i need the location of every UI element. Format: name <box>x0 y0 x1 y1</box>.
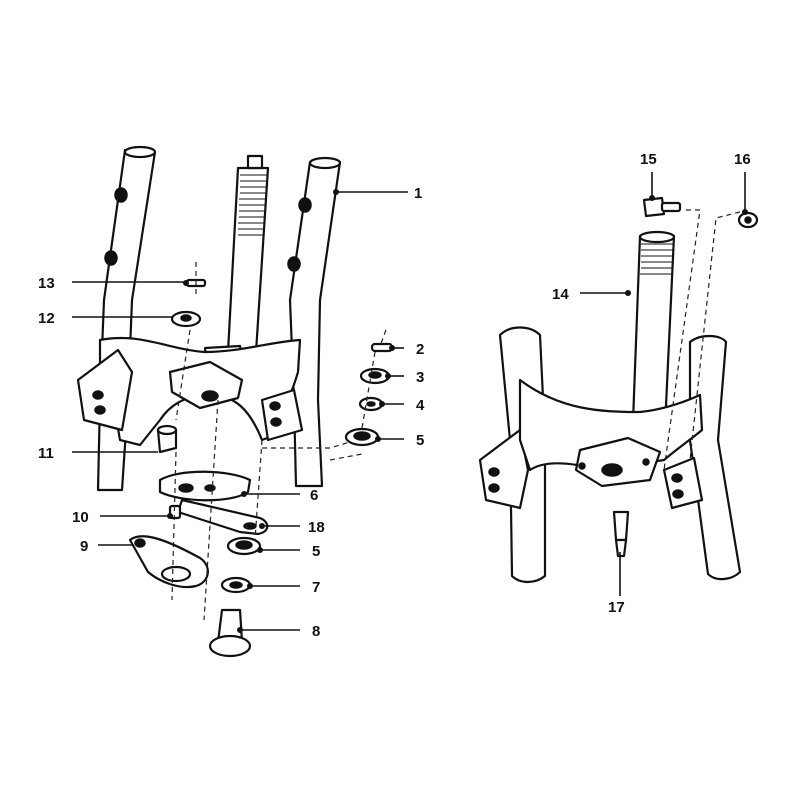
part-8-pin-bolt <box>208 608 252 658</box>
callout-12: 12 <box>38 310 55 327</box>
callout-7: 7 <box>312 579 320 596</box>
part-5-ring-upper <box>344 427 380 447</box>
callout-3: 3 <box>416 369 424 386</box>
part-16-nut <box>737 211 759 229</box>
callout-leaders <box>72 172 748 633</box>
callout-8: 8 <box>312 623 320 640</box>
fork-assembly-assembled <box>478 196 759 584</box>
callout-5-upper: 5 <box>416 432 424 449</box>
callout-labels: 1 2 3 4 5 5 6 7 8 9 10 11 12 13 14 15 16… <box>38 151 751 640</box>
part-13-screw <box>183 278 207 288</box>
part-17-grease-nipple <box>612 510 630 558</box>
callout-1: 1 <box>414 185 422 202</box>
part-2-pin <box>370 342 394 353</box>
part-4-washer <box>358 396 384 412</box>
part-12-nut <box>170 310 202 328</box>
callout-5-lower: 5 <box>312 543 320 560</box>
callout-14: 14 <box>552 286 569 303</box>
callout-9: 9 <box>80 538 88 555</box>
part-18-arm <box>176 498 269 536</box>
callout-2: 2 <box>416 341 424 358</box>
fork-assembly-exploded <box>76 145 394 658</box>
callout-16: 16 <box>734 151 751 168</box>
right-fork-leg <box>287 156 342 488</box>
callout-15: 15 <box>640 151 657 168</box>
callout-10: 10 <box>72 509 89 526</box>
assembled-fork-crown <box>518 378 704 488</box>
part-3-nut <box>359 367 391 385</box>
steering-tube <box>203 154 270 366</box>
callout-18: 18 <box>308 519 325 536</box>
part-6-plate <box>158 470 252 502</box>
callout-17: 17 <box>608 599 625 616</box>
assembled-right-leg <box>662 334 742 581</box>
callout-11: 11 <box>38 445 54 462</box>
part-5-ring-lower <box>226 536 262 556</box>
part-11-bolt <box>156 424 178 454</box>
part-9-plate <box>128 535 209 589</box>
callout-6: 6 <box>310 487 318 504</box>
fork-crown <box>76 336 304 447</box>
part-7-washer <box>220 576 252 594</box>
callout-4: 4 <box>416 397 425 414</box>
callout-13: 13 <box>38 275 55 292</box>
part-15-screw <box>642 196 682 218</box>
